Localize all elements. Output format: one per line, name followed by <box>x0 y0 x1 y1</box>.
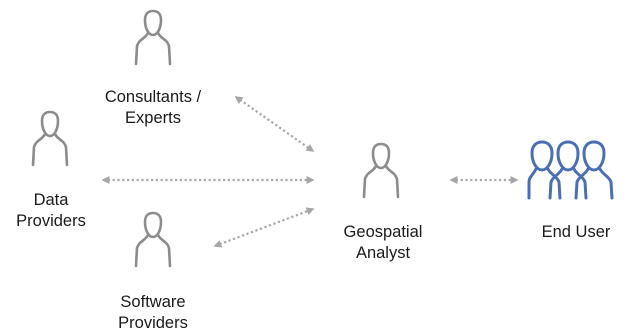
node-consultants-experts-label: Consultants / Experts <box>105 87 201 129</box>
node-geospatial-analyst-label: Geospatial Analyst <box>344 222 423 264</box>
person-outline-icon <box>31 110 69 167</box>
node-end-user-label: End User <box>542 222 611 243</box>
consultants-label-line1: Consultants / <box>104 88 202 106</box>
data-providers-label-line1: Data <box>33 191 69 209</box>
person-outline-icon <box>134 9 172 66</box>
node-data-providers-label: Data Providers <box>16 190 86 232</box>
software-providers-label-line2: Providers <box>118 314 188 332</box>
node-software-providers-label: Software Providers <box>118 292 188 334</box>
connector-consultants-analyst <box>234 96 315 152</box>
connector-softwareproviders-analyst <box>213 207 315 248</box>
software-providers-label-line1: Software <box>120 293 186 311</box>
person-outline-icon <box>134 211 172 268</box>
consultants-label-line2: Experts <box>125 109 181 127</box>
end-user-label: End User <box>541 223 611 241</box>
people-group-icon <box>527 140 614 200</box>
geospatial-analyst-label-line2: Analyst <box>355 244 411 262</box>
person-outline-icon <box>362 142 400 199</box>
data-providers-label-line2: Providers <box>16 212 86 230</box>
geospatial-analyst-label-line1: Geospatial <box>343 223 423 241</box>
